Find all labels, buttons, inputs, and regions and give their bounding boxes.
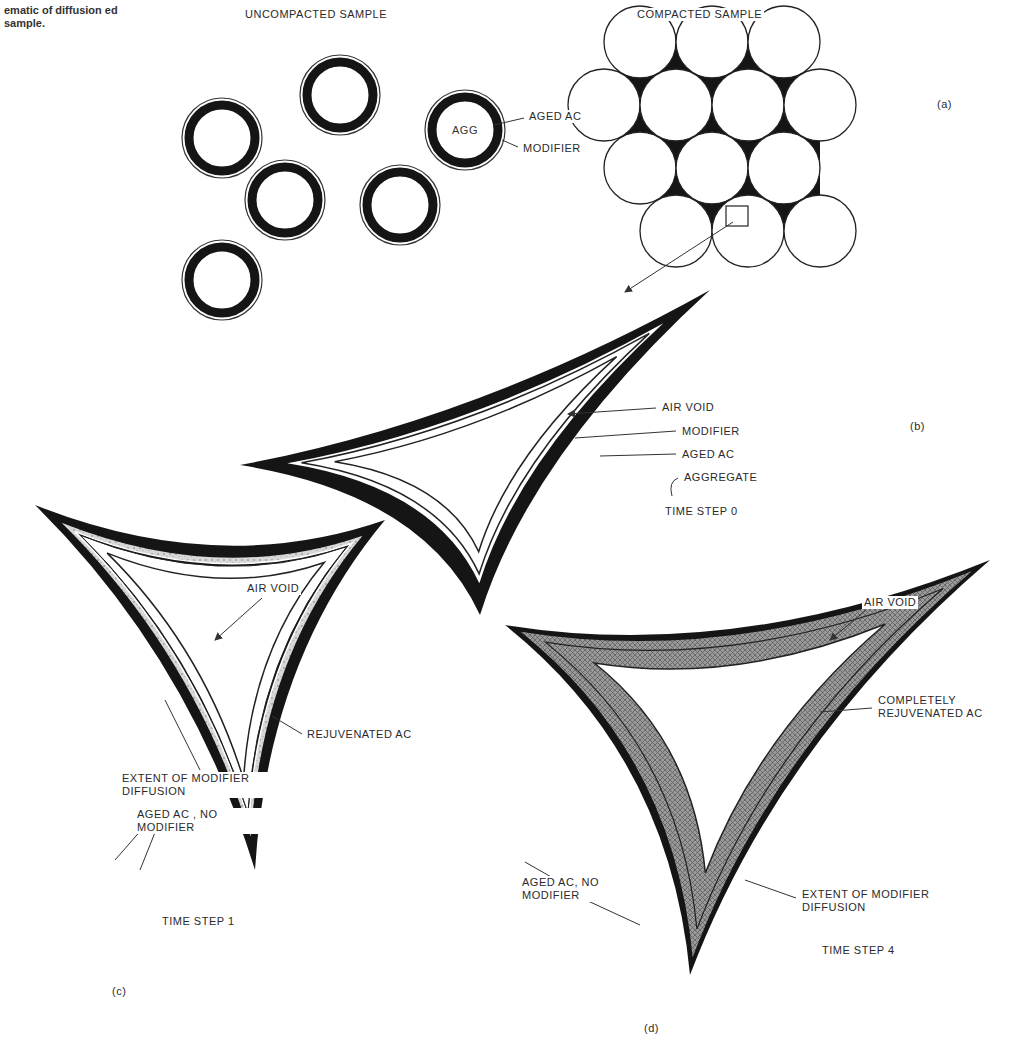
diffusion-front [75,532,352,820]
aggregate-circle [640,69,712,141]
aged-ac [505,560,990,975]
label: MODIFIER [521,142,583,155]
modifier-ring [300,55,380,135]
aged-ac [35,505,385,870]
aged-ac-ring [307,62,373,128]
aged-ac-ring [432,97,498,163]
label: COMPLETELY REJUVENATED AC [876,694,1010,720]
aggregate-circle [748,132,820,204]
aggregate-circle [712,195,784,267]
rejuvenated-ac [62,523,363,837]
label: COMPACTED SAMPLE [635,8,764,21]
aged-ac-ring [367,172,433,238]
leader-lines [115,118,872,925]
label: AGED AC, NO MODIFIER [520,876,634,902]
label: AIR VOID [862,596,918,609]
aggregate-circle [640,195,712,267]
label: AGED AC , NO MODIFIER [135,808,269,834]
label: AGED AC [527,110,583,123]
label: REJUVENATED AC [305,728,414,741]
label: TIME STEP 0 [663,505,740,518]
air-void [107,553,324,779]
label: AGGREGATE [682,471,759,484]
coated-aggregates [182,55,505,320]
figure-caption: ematic of diffusion ed sample. [4,4,132,30]
aggregate-core: AGG [440,116,490,144]
label: (c) [110,985,128,998]
label: EXTENT OF MODIFIER DIFFUSION [800,888,944,914]
rejuvenated-ac [521,571,972,957]
aggregate-circle [712,69,784,141]
label: TIME STEP 1 [160,915,237,928]
label: AGED AC [680,448,736,461]
detail-box [726,206,748,226]
label: (d) [642,1022,661,1035]
label: AIR VOID [660,401,716,414]
modifier-ring [182,98,262,178]
label: AIR VOID [245,582,301,595]
aggregate-circle [604,132,676,204]
compacted-sample [568,6,856,267]
aggregate-circle [784,195,856,267]
node-text: AGG [452,124,478,136]
modifier-ring [182,240,262,320]
aggregate-circle [568,69,640,141]
label: (a) [935,98,954,111]
aged-ac-ring [189,247,255,313]
aged-ac-ring [252,167,318,233]
label: EXTENT OF MODIFIER DIFFUSION [120,772,294,798]
aggregate-circle [676,132,748,204]
air-void [335,357,617,552]
label: TIME STEP 4 [820,944,897,957]
label: (b) [908,420,927,433]
aged-ac-ring [189,105,255,171]
aggregate-circle [784,69,856,141]
label: MODIFIER [680,425,742,438]
modifier-ring [245,160,325,240]
modifier-ring [360,165,440,245]
air-void [594,624,885,873]
modifier-ring [425,90,505,170]
label: UNCOMPACTED SAMPLE [243,8,389,21]
modifier-line [81,535,347,812]
interstice-panels [35,290,990,975]
